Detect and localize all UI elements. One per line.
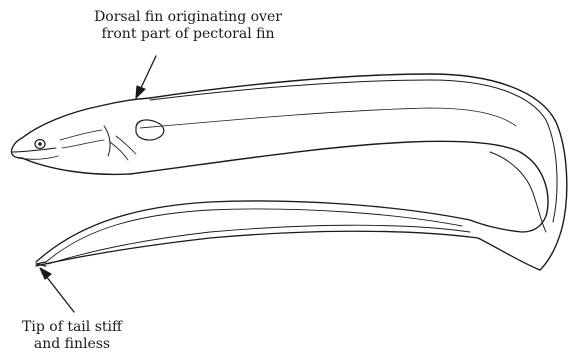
dorsal-fin-callout: Dorsal fin originating over front part o… <box>78 9 298 43</box>
tail-callout: Tip of tail stiff and finless <box>2 319 142 353</box>
lower-jaw-line <box>18 156 58 159</box>
eel-bend-inner <box>470 216 546 232</box>
head-line-4 <box>116 136 136 154</box>
tail-fin-fold-lower <box>48 225 470 264</box>
dorsal-fin-callout-line-2: front part of pectoral fin <box>78 26 298 43</box>
eel-dorsal-outline <box>22 74 567 270</box>
tail-callout-line-1: Tip of tail stiff <box>2 319 142 336</box>
head-line-3 <box>110 142 128 160</box>
tail-callout-line-2: and finless <box>2 336 142 353</box>
dorsal-fin-callout-line-1: Dorsal fin originating over <box>78 9 298 26</box>
tail-lower-edge <box>36 231 478 266</box>
dorsal-fin-fold <box>150 80 557 222</box>
head-line-2 <box>62 140 104 148</box>
dorsal-fin-arrowhead <box>136 86 145 98</box>
pectoral-fin <box>136 120 164 140</box>
eel-ventral-outline <box>22 141 548 216</box>
tail-fin-fold-upper <box>46 209 462 262</box>
dorsal-fin-arrow-line <box>140 56 156 90</box>
eel-bend-outer <box>478 238 540 270</box>
mouth-line <box>12 148 56 152</box>
anal-fin-fold <box>490 152 546 232</box>
tail-arrowhead <box>40 268 51 279</box>
head-line-1 <box>60 130 102 140</box>
eel-pupil <box>38 142 42 146</box>
gill-slit <box>104 126 110 156</box>
snout-outline <box>11 138 22 158</box>
tail-arrow-line <box>46 276 74 312</box>
lateral-line <box>140 108 516 128</box>
